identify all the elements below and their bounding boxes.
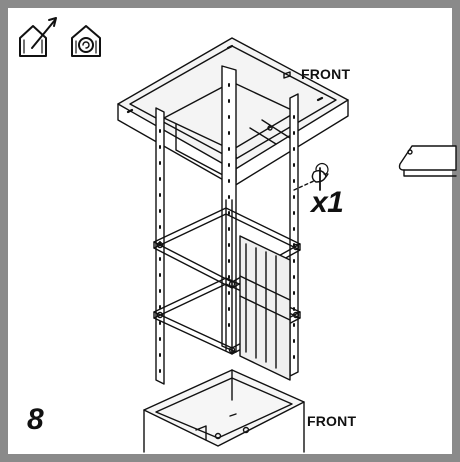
screw-callout [293, 162, 329, 191]
step-number: 8 [27, 403, 44, 436]
front-label-bottom: FRONT [307, 413, 357, 429]
hood-body [143, 369, 305, 453]
inner-panel [239, 235, 291, 381]
front-label-top: FRONT [301, 66, 351, 82]
house-recirculation-icon [71, 25, 101, 57]
house-exhaust-vent-icon [19, 17, 57, 57]
lower-cross-bracket [153, 277, 301, 355]
quantity-label: x1 [311, 186, 344, 219]
detached-panel [398, 145, 457, 177]
